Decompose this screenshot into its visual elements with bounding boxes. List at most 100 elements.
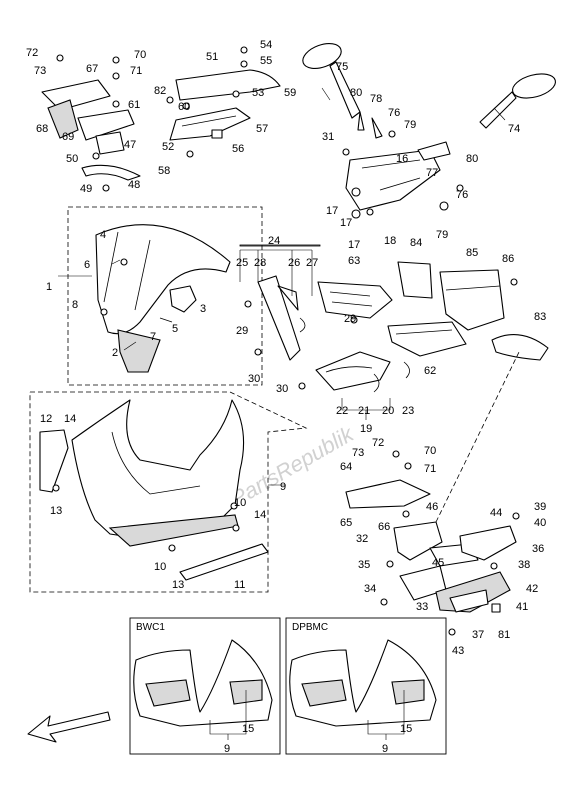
- upper-left-parts: [41, 54, 141, 192]
- callout-21: 21: [358, 405, 370, 417]
- callout-8: 8: [72, 299, 78, 311]
- callout-68: 68: [36, 123, 48, 135]
- front-cowling-group: [29, 391, 308, 593]
- callout-79a: 79: [404, 119, 416, 131]
- callout-20: 20: [382, 405, 394, 417]
- callout-14a: 14: [64, 413, 76, 425]
- side-cowl-36: [459, 525, 517, 561]
- callout-4: 4: [100, 229, 106, 241]
- callout-33: 33: [416, 601, 428, 613]
- bracket-group-24: [257, 275, 301, 361]
- group24-bracket-outline: [239, 244, 321, 247]
- callout-5: 5: [172, 323, 178, 335]
- callout-37: 37: [472, 629, 484, 641]
- callout-10b: 10: [154, 561, 166, 573]
- callout-65: 65: [340, 517, 352, 529]
- callout-72b: 72: [372, 437, 384, 449]
- callout-labels: 1 2 3 4 5 6 7 8 9 10 10 11 12 13 13 14 1…: [26, 39, 546, 755]
- callout-15a: 15: [242, 723, 254, 735]
- callout-24: 24: [268, 235, 280, 247]
- callout-11: 11: [234, 579, 245, 591]
- callout-43: 43: [452, 645, 464, 657]
- callout-30b: 30: [276, 383, 288, 395]
- callout-41: 41: [516, 601, 528, 613]
- callout-80b: 80: [466, 153, 478, 165]
- cover-64: [345, 479, 431, 509]
- callout-17b: 17: [340, 217, 352, 229]
- callout-63: 63: [348, 255, 360, 267]
- side-duct-panel-68: [47, 99, 79, 139]
- callout-17c: 17: [348, 239, 360, 251]
- callout-54: 54: [260, 39, 272, 51]
- callout-46: 46: [426, 501, 438, 513]
- callout-12: 12: [40, 413, 52, 425]
- callout-29b: 29: [344, 313, 356, 325]
- callout-81: 81: [498, 629, 510, 641]
- callout-57: 57: [256, 123, 268, 135]
- callout-22: 22: [336, 405, 348, 417]
- callout-74: 74: [508, 123, 520, 135]
- callout-71b: 71: [424, 463, 436, 475]
- callout-28: 28: [254, 257, 266, 269]
- trim-48: [81, 164, 141, 181]
- callout-45: 45: [432, 557, 444, 569]
- windscreen-bracket: [169, 285, 197, 313]
- callout-7: 7: [150, 331, 156, 343]
- callout-35: 35: [358, 559, 370, 571]
- callout-9: 9: [280, 481, 286, 493]
- callout-79b: 79: [436, 229, 448, 241]
- callout-25: 25: [236, 257, 248, 269]
- variant-comparison: BWC1 DPBMC: [129, 617, 447, 755]
- callout-39: 39: [534, 501, 546, 513]
- callout-70a: 70: [134, 49, 146, 61]
- callout-62: 62: [424, 365, 436, 377]
- side-duct-69: [77, 109, 135, 141]
- callout-73a: 73: [34, 65, 46, 77]
- callout-2: 2: [112, 347, 118, 359]
- callout-42: 42: [526, 583, 538, 595]
- callout-58: 58: [158, 165, 170, 177]
- duct-62: [387, 321, 467, 357]
- callout-76a: 76: [388, 107, 400, 119]
- windscreen-group: [67, 206, 263, 386]
- callout-19: 19: [360, 423, 372, 435]
- callout-23: 23: [402, 405, 414, 417]
- callout-13a: 13: [50, 505, 62, 517]
- callout-66: 66: [378, 521, 390, 533]
- cowling-dashed-outline: [29, 391, 308, 593]
- front-direction-arrow: [27, 711, 111, 743]
- callout-32: 32: [356, 533, 368, 545]
- cowling-under-panel: [179, 543, 269, 581]
- callout-31: 31: [322, 131, 334, 143]
- callout-67: 67: [86, 63, 98, 75]
- variant-box-left: [129, 617, 281, 755]
- callout-47: 47: [124, 139, 136, 151]
- callout-59: 59: [284, 87, 296, 99]
- callout-30a: 30: [248, 373, 260, 385]
- callout-86: 86: [502, 253, 514, 265]
- bracket-47: [95, 131, 125, 155]
- cowling-left-inner: [39, 429, 69, 493]
- variant-label-right: DPBMC: [292, 622, 328, 633]
- variant-left-cowling: [133, 639, 273, 727]
- callout-76b: 76: [456, 189, 468, 201]
- panel-37: [449, 589, 489, 613]
- callout-85: 85: [466, 247, 478, 259]
- callout-6: 6: [84, 259, 90, 271]
- leader-lines: [58, 87, 506, 740]
- callout-52: 52: [162, 141, 174, 153]
- callout-48: 48: [128, 179, 140, 191]
- callout-51: 51: [206, 51, 218, 63]
- callout-80a: 80: [350, 87, 362, 99]
- callout-40: 40: [534, 517, 546, 529]
- callout-71a: 71: [130, 65, 142, 77]
- upper-panel-51: [175, 69, 281, 101]
- callout-26: 26: [288, 257, 300, 269]
- callout-15b: 15: [400, 723, 412, 735]
- callout-9b: 9: [224, 743, 230, 755]
- callout-36: 36: [532, 543, 544, 555]
- callout-16: 16: [396, 153, 408, 165]
- callout-1: 1: [46, 281, 52, 293]
- callout-49: 49: [80, 183, 92, 195]
- callout-50: 50: [66, 153, 78, 165]
